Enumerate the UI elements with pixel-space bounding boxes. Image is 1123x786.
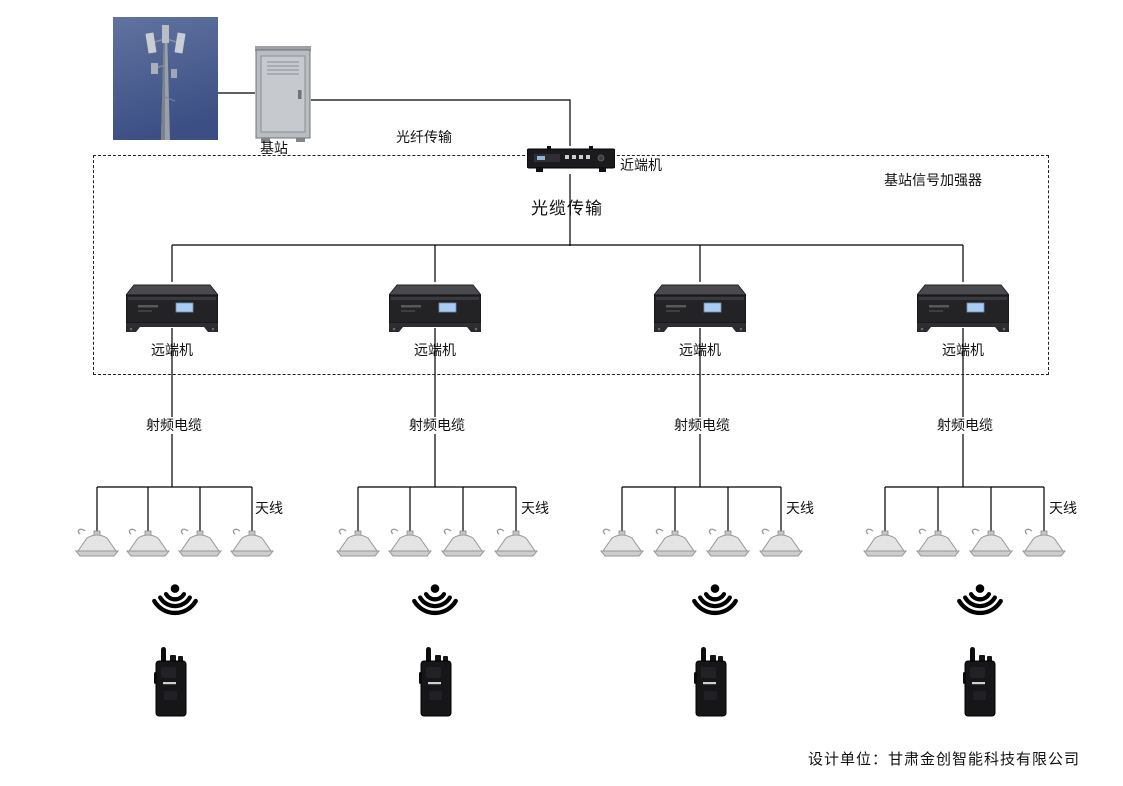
- remote-unit-device-icon: [389, 281, 481, 333]
- remote-unit-label: 远端机: [942, 342, 984, 358]
- antenna-label: 天线: [1049, 500, 1077, 516]
- near-end-host-device-icon: [527, 146, 615, 174]
- rf-cable-label: 射频电缆: [142, 417, 206, 434]
- fiber-transmission-label: 光纤传输: [396, 129, 452, 145]
- ceiling-antenna-icon: [335, 527, 381, 559]
- radio-signal-waves-icon: [956, 581, 1004, 621]
- ceiling-antenna-icon: [1021, 527, 1067, 559]
- antenna-label: 天线: [521, 500, 549, 516]
- radio-signal-waves-icon: [411, 581, 459, 621]
- walkie-talkie-icon: [419, 647, 459, 719]
- ceiling-antenna-icon: [125, 527, 171, 559]
- rf-cable-label: 射频电缆: [670, 417, 734, 434]
- antenna-label: 天线: [786, 500, 814, 516]
- rf-cable-label: 射频电缆: [405, 417, 469, 434]
- walkie-talkie-icon: [154, 647, 194, 719]
- rf-cable-label: 射频电缆: [933, 417, 997, 434]
- remote-unit-device-icon: [126, 281, 218, 333]
- remote-unit-device-icon: [654, 281, 746, 333]
- antenna-label: 天线: [255, 500, 283, 516]
- ceiling-antenna-icon: [387, 527, 433, 559]
- designer-credit: 设计单位：甘肃金创智能科技有限公司: [808, 751, 1081, 768]
- base-station-label: 基站: [260, 140, 288, 156]
- ceiling-antenna-icon: [915, 527, 961, 559]
- fiber-link-line: [311, 99, 571, 146]
- optical-cable-label: 光缆传输: [531, 199, 603, 218]
- remote-unit-label: 远端机: [679, 342, 721, 358]
- ceiling-antenna-icon: [652, 527, 698, 559]
- near-end-unit-label: 近端机: [620, 157, 662, 173]
- ceiling-antenna-icon: [862, 527, 908, 559]
- outdoor-cabinet-icon: [255, 46, 311, 142]
- cell-tower-photo: [113, 17, 218, 140]
- remote-unit-label: 远端机: [151, 342, 193, 358]
- ceiling-antenna-icon: [599, 527, 645, 559]
- ceiling-antenna-icon: [705, 527, 751, 559]
- walkie-talkie-icon: [963, 647, 1003, 719]
- ceiling-antenna-icon: [177, 527, 223, 559]
- booster-group-label: 基站信号加强器: [884, 172, 982, 188]
- ceiling-antenna-icon: [440, 527, 486, 559]
- radio-signal-waves-icon: [691, 581, 739, 621]
- ceiling-antenna-icon: [74, 527, 120, 559]
- ceiling-antenna-icon: [493, 527, 539, 559]
- remote-unit-device-icon: [917, 281, 1009, 333]
- ceiling-antenna-icon: [968, 527, 1014, 559]
- remote-unit-label: 远端机: [414, 342, 456, 358]
- walkie-talkie-icon: [694, 647, 734, 719]
- ceiling-antenna-icon: [758, 527, 804, 559]
- ceiling-antenna-icon: [229, 527, 275, 559]
- radio-signal-waves-icon: [151, 581, 199, 621]
